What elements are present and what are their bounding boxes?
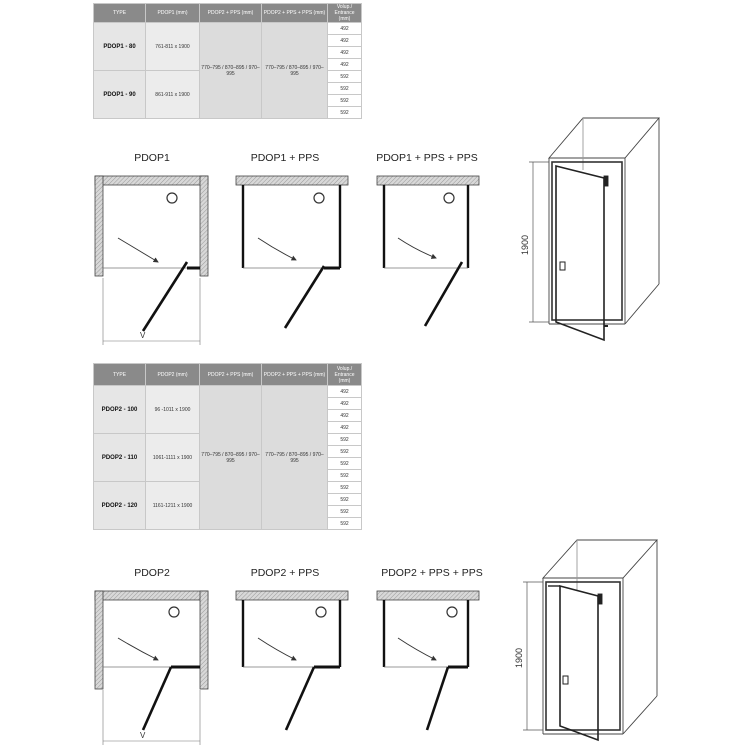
plan-title-pdop1: PDOP1 (134, 152, 170, 164)
table-cell-entrance: 592 (327, 106, 362, 119)
table-cell-dims: 1061-1111 x 1900 (145, 433, 200, 482)
table-cell-entrance: 592 (327, 433, 362, 446)
table-cell-entrance: 592 (327, 505, 362, 518)
enclosure-3d-pdop2 (523, 539, 659, 742)
spec-table-pdop1: TYPE PDOP1 (mm) PDOP2 + PPS (mm) PDOP2 +… (93, 3, 362, 119)
table-cell-type: PDOP2 - 100 (93, 385, 146, 434)
table-cell-pps-pps: 770–795 / 870–895 / 970–995 (261, 385, 328, 530)
table-header-entrance: Volup./ Entrance (mm) (327, 3, 362, 23)
table-header-type: TYPE (93, 363, 146, 386)
plan-pdop2: V (94, 590, 209, 745)
table-cell-dims: 761-811 x 1900 (145, 22, 200, 71)
table-cell-entrance: 492 (327, 397, 362, 410)
table-cell-entrance: 592 (327, 457, 362, 470)
table-cell-pps: 770–795 / 870–895 / 970–995 (199, 385, 262, 530)
table-cell-entrance: 592 (327, 493, 362, 506)
dimension-label: V (140, 731, 146, 740)
enclosure-3d-pdop1 (529, 117, 660, 342)
plan-pdop2-pps (235, 590, 349, 731)
table-cell-type: PDOP1 - 90 (93, 70, 146, 119)
table-cell-pps: 770–795 / 870–895 / 970–995 (199, 22, 262, 119)
table-cell-entrance: 592 (327, 481, 362, 494)
table-header-pps: PDOP2 + PPS (mm) (199, 363, 262, 386)
plan-title-pdop1-pps-pps: PDOP1 + PPS + PPS (376, 152, 478, 164)
height-label: 1900 (514, 648, 524, 668)
plan-title-pdop2-pps: PDOP2 + PPS (250, 567, 320, 579)
table-cell-pps-pps: 770–795 / 870–895 / 970–995 (261, 22, 328, 119)
table-cell-type: PDOP2 - 110 (93, 433, 146, 482)
table-cell-entrance: 592 (327, 94, 362, 107)
table-cell-entrance: 492 (327, 421, 362, 434)
table-header-type: TYPE (93, 3, 146, 23)
plan-title-pdop2: PDOP2 (134, 567, 170, 579)
table-cell-entrance: 492 (327, 34, 362, 47)
table-cell-entrance: 592 (327, 82, 362, 95)
plan-pdop1-pps (235, 175, 349, 329)
plan-pdop1: V (94, 175, 209, 345)
table-cell-entrance: 592 (327, 517, 362, 530)
table-cell-type: PDOP1 - 80 (93, 22, 146, 71)
table-header-entrance: Volup./ Entrance (mm) (327, 363, 362, 386)
table-cell-entrance: 492 (327, 409, 362, 422)
plan-pdop1-pps-pps (376, 175, 480, 327)
table-cell-dims: 96 -1011 x 1900 (145, 385, 200, 434)
table-cell-entrance: 492 (327, 385, 362, 398)
plan-title-pdop2-pps-pps: PDOP2 + PPS + PPS (381, 567, 483, 579)
table-cell-dims: 1161-1211 x 1900 (145, 481, 200, 530)
table-header-pps-pps: PDOP2 + PPS + PPS (mm) (261, 363, 328, 386)
spec-table-pdop2: TYPE PDOP2 (mm) PDOP2 + PPS (mm) PDOP2 +… (93, 363, 362, 530)
table-cell-type: PDOP2 - 120 (93, 481, 146, 530)
dimension-label: V (140, 331, 146, 340)
plan-pdop2-pps-pps (376, 590, 480, 731)
table-header-dims: PDOP1 (mm) (145, 3, 200, 23)
plan-title-pdop1-pps: PDOP1 + PPS (250, 152, 320, 164)
height-label: 1900 (520, 235, 530, 255)
table-cell-dims: 861-911 x 1900 (145, 70, 200, 119)
table-cell-entrance: 492 (327, 46, 362, 59)
